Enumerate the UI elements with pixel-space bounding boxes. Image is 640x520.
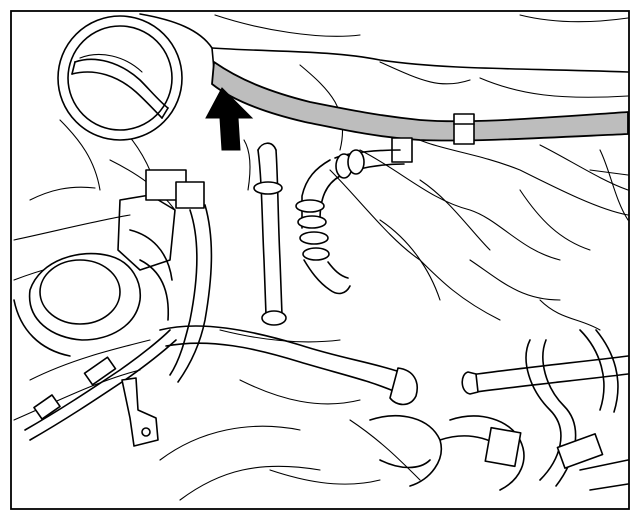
lower-hose: [159, 325, 418, 406]
right-hose-bundle: [369, 299, 629, 491]
curved-hose: [295, 149, 405, 295]
up-arrow-icon: [205, 87, 254, 151]
hose-clip: [453, 113, 475, 145]
highlighted-hose: [211, 61, 629, 142]
vertical-pipe: [243, 139, 287, 326]
left-component-cluster: [13, 169, 213, 383]
filler-cap: [57, 15, 183, 141]
